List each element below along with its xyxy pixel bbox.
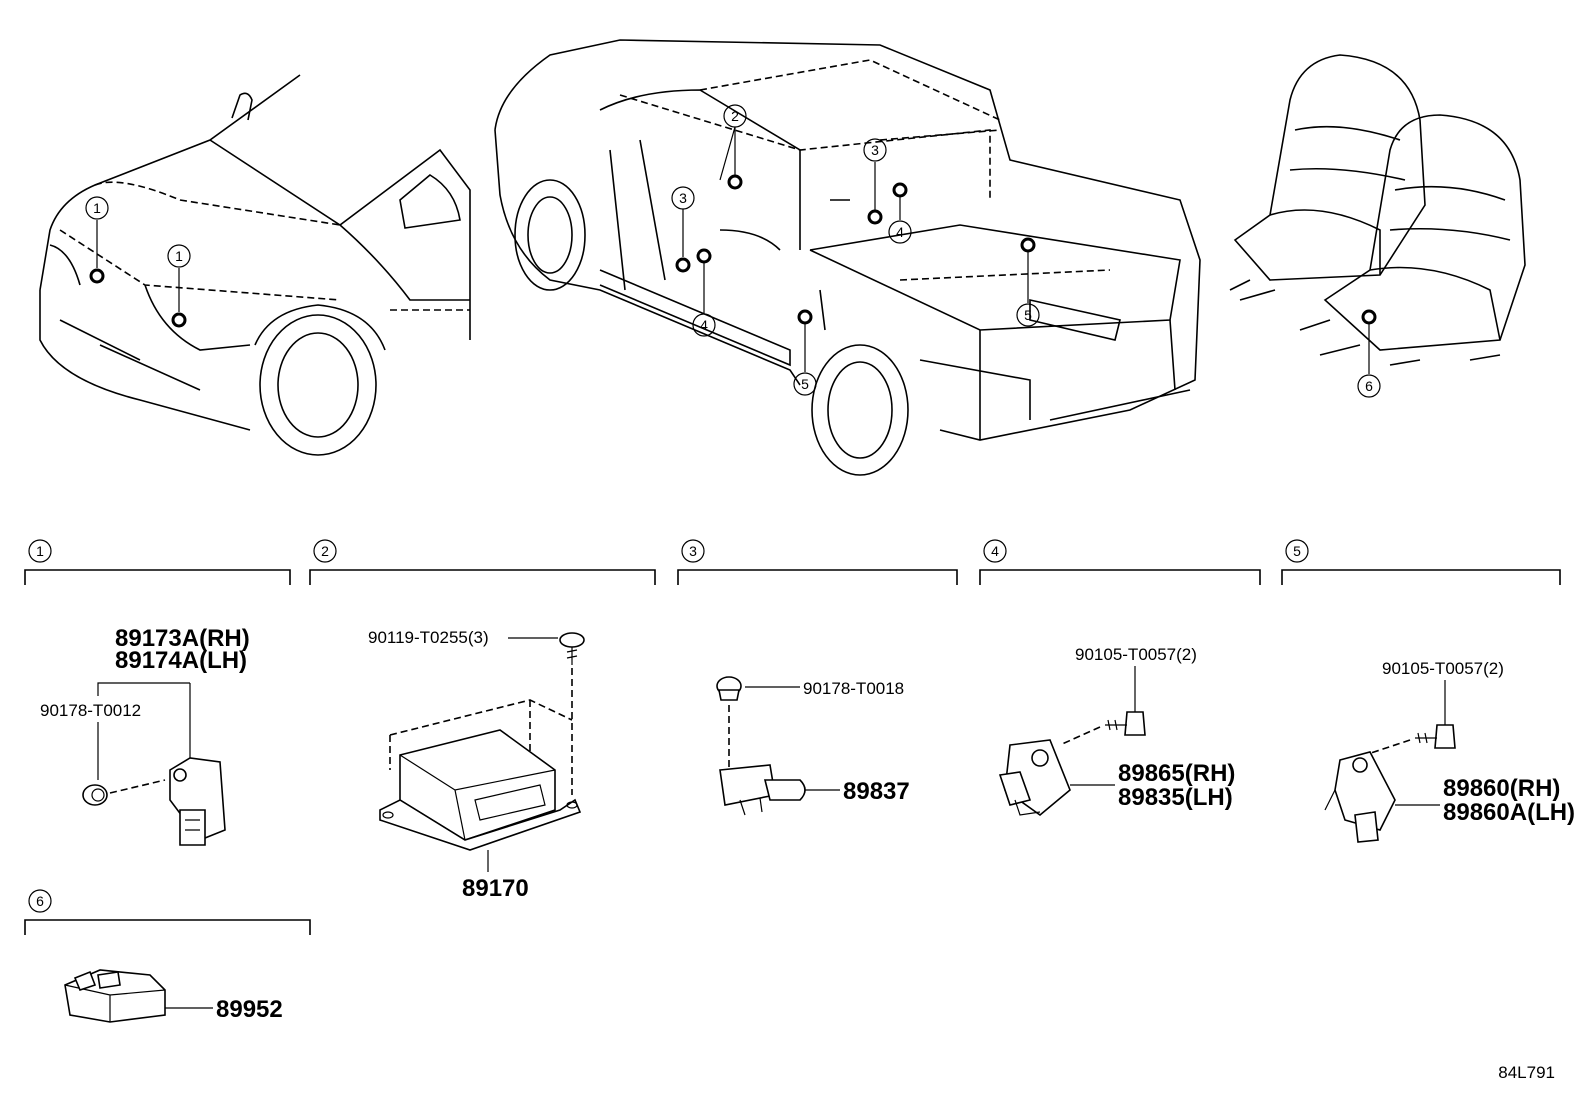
part-label-90178-T0012: 90178-T0012 — [40, 701, 141, 720]
marker-3b-label: 3 — [871, 142, 879, 158]
svg-text:5: 5 — [1293, 543, 1301, 559]
section-4-header: 4 — [979, 539, 1261, 585]
part-label-89835: 89835(LH) — [1118, 784, 1233, 811]
marker-3a: 3 — [671, 186, 695, 273]
bolt-90105-T0057-a-icon — [1105, 711, 1146, 736]
marker-3a-label: 3 — [679, 190, 687, 206]
marker-1a: 1 — [85, 196, 109, 284]
part-label-89860A: 89860A(LH) — [1443, 799, 1575, 826]
marker-6: 6 — [1357, 309, 1381, 398]
marker-2-label: 2 — [731, 108, 739, 124]
section-1-header: 1 — [24, 539, 291, 585]
part-label-89865: 89865(RH) — [1118, 760, 1235, 787]
airbag-ecu-icon — [379, 729, 582, 851]
section-4-parts: 90105-T0057(2) 89865(RH) 89835(LH) — [998, 645, 1235, 817]
bolt-90119-T0255-icon — [559, 632, 585, 665]
section-3-parts: 90178-T0018 89837 — [716, 676, 910, 816]
part-label-89170: 89170 — [462, 875, 529, 902]
occupant-sensor-ecu-icon — [64, 969, 166, 1023]
diagram-code: 84L791 — [1498, 1063, 1555, 1082]
marker-4a-label: 4 — [700, 317, 708, 333]
front-view-illustration — [39, 74, 471, 456]
side-airbag-sensor-4-icon — [998, 739, 1071, 817]
bolt-90105-T0057-b-icon — [1415, 724, 1456, 749]
seats-illustration — [1229, 54, 1526, 366]
part-label-89837: 89837 — [843, 778, 910, 805]
section-6-parts: 89952 — [64, 969, 283, 1023]
door-sensor-icon — [719, 764, 806, 816]
section-2-header: 2 — [309, 539, 656, 585]
section-2-parts: 90119-T0255(3) 89170 — [368, 628, 585, 902]
svg-text:3: 3 — [689, 543, 697, 559]
section-5-header: 5 — [1281, 539, 1561, 585]
front-airbag-sensor-icon — [169, 757, 226, 846]
part-label-90105-T0057-b: 90105-T0057(2) — [1382, 659, 1504, 678]
part-label-90105-T0057-a: 90105-T0057(2) — [1075, 645, 1197, 664]
marker-4a: 4 — [692, 248, 716, 337]
part-label-89952: 89952 — [216, 996, 283, 1023]
marker-5b-label: 5 — [1024, 307, 1032, 323]
marker-1b-label: 1 — [175, 248, 183, 264]
marker-3b: 3 — [863, 138, 887, 225]
marker-1a-label: 1 — [93, 200, 101, 216]
marker-4b: 4 — [888, 182, 912, 244]
marker-5b: 5 — [1016, 237, 1040, 327]
svg-text:1: 1 — [36, 543, 44, 559]
svg-text:6: 6 — [36, 893, 44, 909]
clip-90178-T0012-icon — [82, 784, 108, 806]
clip-90178-T0018-icon — [716, 676, 742, 701]
part-label-89860: 89860(RH) — [1443, 775, 1560, 802]
truck-illustration — [494, 39, 1201, 476]
marker-2: 2 — [719, 104, 747, 190]
section-3-header: 3 — [677, 539, 958, 585]
marker-4b-label: 4 — [896, 224, 904, 240]
svg-text:2: 2 — [321, 543, 329, 559]
side-airbag-sensor-5-icon — [1324, 751, 1396, 843]
marker-5a-label: 5 — [801, 376, 809, 392]
section-5-parts: 90105-T0057(2) 89860(RH) 89860A(LH) — [1324, 659, 1575, 843]
marker-1b: 1 — [167, 244, 191, 328]
part-label-89173A: 89173A(RH) — [115, 625, 250, 652]
marker-5a: 5 — [793, 309, 817, 396]
section-6-header: 6 — [24, 889, 311, 935]
part-label-90119-T0255: 90119-T0255(3) — [368, 628, 489, 647]
svg-text:4: 4 — [991, 543, 999, 559]
section-1-parts: 89173A(RH) 89174A(LH) 90178-T0012 — [40, 625, 250, 846]
part-label-89174A: 89174A(LH) — [115, 647, 247, 674]
part-label-90178-T0018: 90178-T0018 — [803, 679, 904, 698]
marker-6-label: 6 — [1365, 378, 1373, 394]
